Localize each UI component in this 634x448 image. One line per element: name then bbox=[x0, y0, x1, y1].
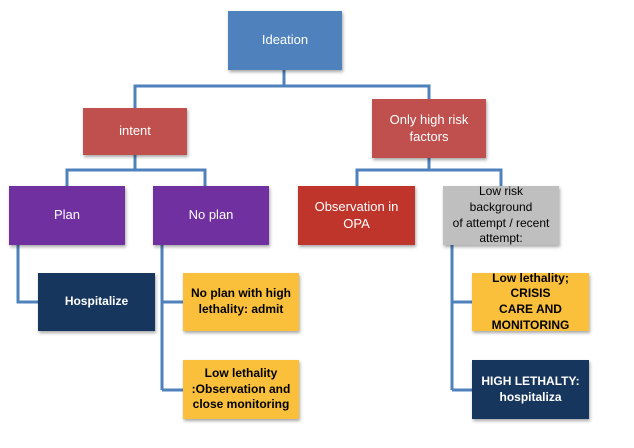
node-no-plan-label: No plan bbox=[188, 207, 234, 223]
node-ideation: Ideation bbox=[228, 11, 342, 70]
connector-ideation-branches bbox=[133, 84, 431, 108]
connector-intent-branches bbox=[65, 168, 207, 186]
node-low-lethality-crisis-label: Low lethality; CRISIS CARE AND MONITORIN… bbox=[491, 270, 570, 332]
node-low-lethality-observation-label: Low lethality :Observation and close mon… bbox=[191, 366, 291, 412]
node-high-lethality: HIGH LETHALTY: hospitaliza bbox=[472, 360, 589, 419]
node-high-lethality-label: HIGH LETHALTY: hospitaliza bbox=[481, 373, 580, 404]
node-no-plan-high-lethality: No plan with high lethality: admit bbox=[183, 273, 299, 331]
node-only-high-risk-label: Only high risk factors bbox=[389, 111, 469, 144]
node-hospitalize: Hospitalize bbox=[38, 273, 155, 331]
node-no-plan: No plan bbox=[153, 186, 269, 245]
node-intent-label: intent bbox=[119, 123, 151, 139]
node-observation-opa-label: Observation in OPA bbox=[314, 198, 399, 231]
node-hospitalize-label: Hospitalize bbox=[64, 294, 129, 309]
node-only-high-risk-factors: Only high risk factors bbox=[372, 99, 486, 158]
node-low-risk-background: Low risk background of attempt / recent … bbox=[443, 184, 559, 246]
node-plan: Plan bbox=[9, 186, 125, 245]
node-no-plan-high-lethality-label: No plan with high lethality: admit bbox=[191, 286, 291, 316]
node-low-lethality-observation: Low lethality :Observation and close mon… bbox=[183, 360, 299, 419]
node-plan-label: Plan bbox=[53, 207, 81, 223]
connector-plan-hospitalize bbox=[16, 245, 38, 304]
node-low-risk-background-label: Low risk background of attempt / recent … bbox=[452, 184, 550, 246]
node-observation-in-opa: Observation in OPA bbox=[298, 186, 415, 245]
node-low-lethality-crisis: Low lethality; CRISIS CARE AND MONITORIN… bbox=[472, 270, 589, 332]
node-ideation-label: Ideation bbox=[261, 32, 309, 48]
node-intent: intent bbox=[83, 108, 187, 155]
